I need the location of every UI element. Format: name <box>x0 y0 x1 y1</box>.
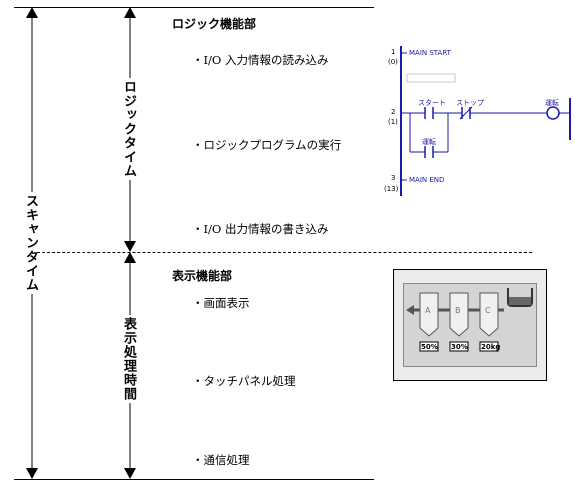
stop-contact-label: ストップ <box>456 99 484 107</box>
bottom-rule <box>14 479 374 480</box>
rung3-sub: (13) <box>384 185 399 193</box>
display-item-1: ・画面表示 <box>192 296 250 310</box>
run-coil-icon <box>546 106 560 120</box>
start-contact-icon <box>424 107 434 119</box>
run-contact-label: 運転 <box>422 138 436 146</box>
ladder-lines <box>400 46 571 196</box>
tank-graphics <box>406 288 533 352</box>
tank-a-value: 50% <box>421 343 438 351</box>
tank-a-icon <box>419 292 439 337</box>
tank-b-value: 30% <box>451 343 468 351</box>
display-item-2: ・タッチパネル処理 <box>192 374 296 388</box>
display-time-label: 表示処理時間 <box>121 315 136 403</box>
rung3-number: 3 <box>391 174 396 182</box>
tank-b-icon <box>449 292 469 337</box>
tank-c-value: 20kg <box>481 343 501 351</box>
display-panel: A B C 50% 30% 20kg <box>393 269 547 381</box>
logic-item-1: ・I/O 入力情報の読み込み <box>192 53 329 67</box>
logic-item-2: ・ロジックプログラムの実行 <box>192 138 342 152</box>
stop-contact-icon <box>459 106 473 120</box>
rung1-label: MAIN START <box>409 49 451 57</box>
top-rule <box>14 7 374 8</box>
run-coil-label: 運転 <box>545 99 559 107</box>
rung1-number: 1 <box>391 48 396 56</box>
rung2-sub: (1) <box>388 118 398 126</box>
rung2-number: 2 <box>391 108 396 116</box>
scan-time-label: スキャンタイム <box>23 192 38 294</box>
display-section-title: 表示機能部 <box>172 269 233 283</box>
tank-b-letter: B <box>455 306 461 315</box>
tank-c-letter: C <box>485 306 491 315</box>
rung3-label: MAIN END <box>409 176 445 184</box>
run-contact-icon <box>424 146 434 158</box>
logic-item-3: ・I/O 出力情報の書き込み <box>192 222 329 236</box>
display-screen: A B C 50% 30% 20kg <box>403 283 537 367</box>
ladder-diagram: 1 (0) MAIN START 2 (1) スタート ストップ 運転 運転 3… <box>380 40 575 200</box>
logic-section-title: ロジック機能部 <box>172 17 257 31</box>
tank-a-letter: A <box>425 306 431 315</box>
rung1-sub: (0) <box>388 58 398 66</box>
tank-c-icon <box>479 292 499 337</box>
section-divider <box>32 252 532 253</box>
start-contact-label: スタート <box>418 99 446 107</box>
logic-time-label: ロジックタイム <box>121 78 136 180</box>
hopper-icon <box>507 288 533 307</box>
display-item-3: ・通信処理 <box>192 453 250 467</box>
